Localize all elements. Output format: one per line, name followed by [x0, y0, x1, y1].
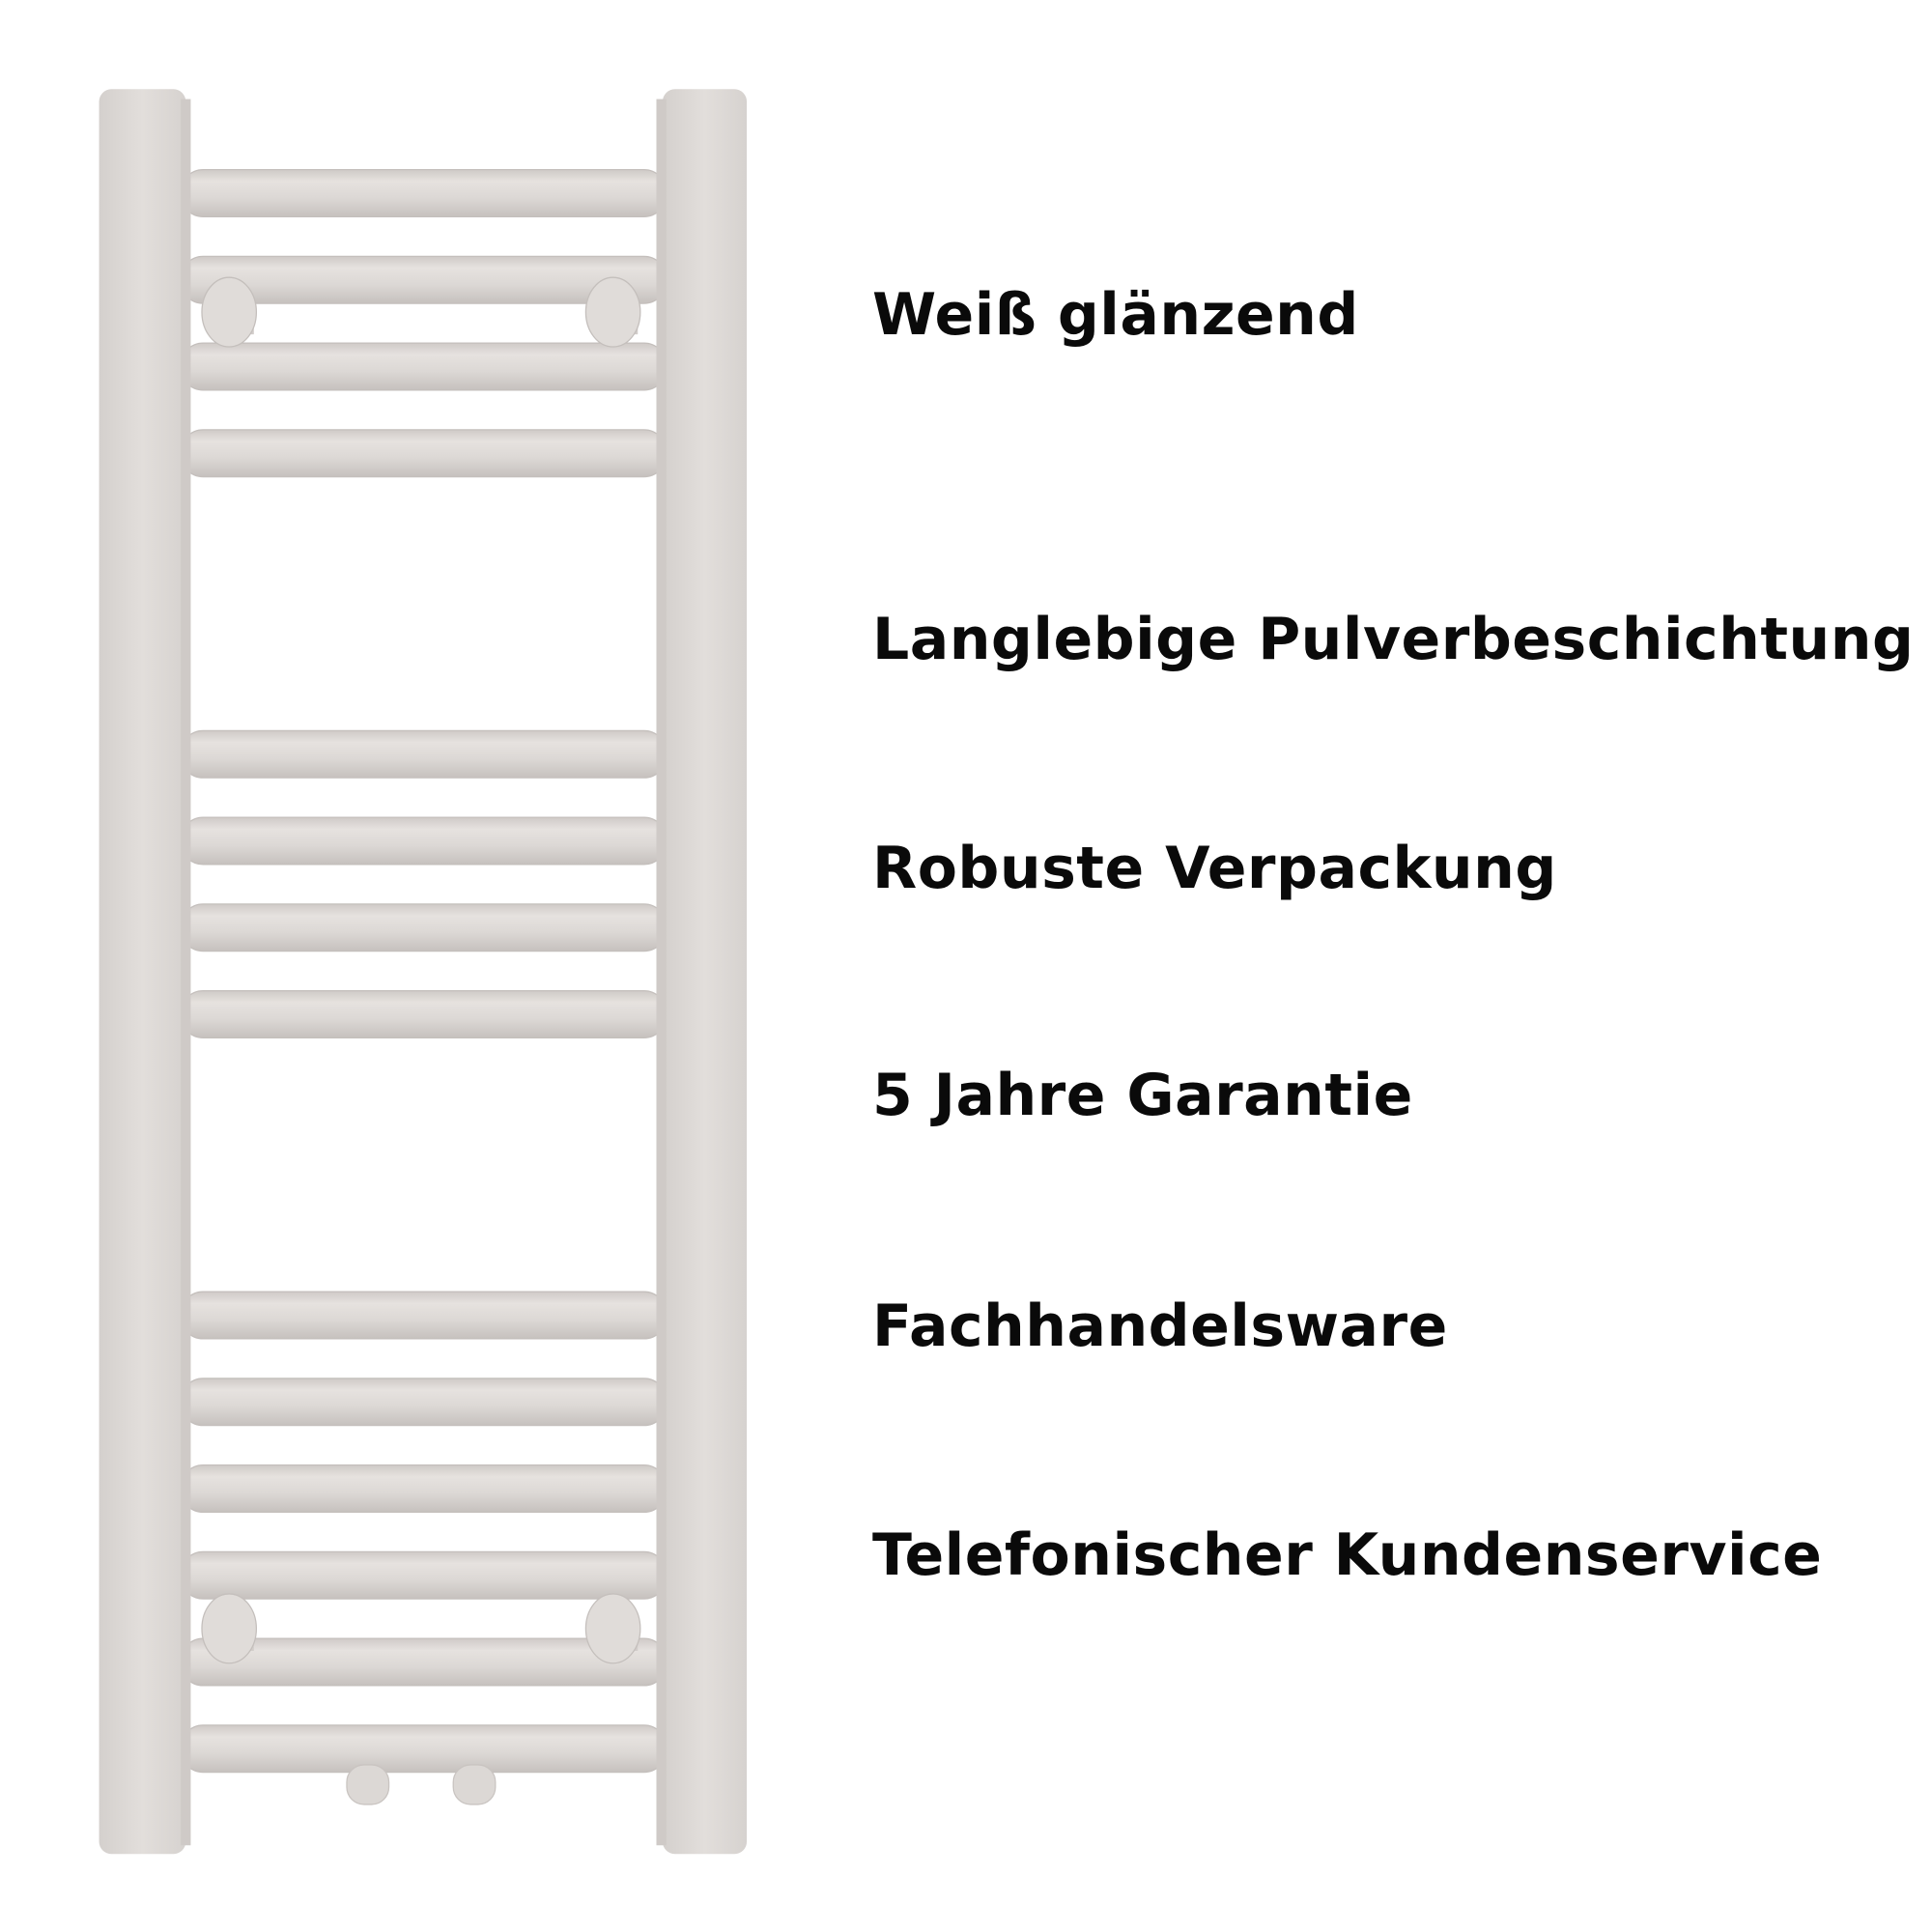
valve-connectors	[346, 1764, 497, 1805]
left-post	[99, 89, 186, 1855]
valve-right	[452, 1764, 497, 1805]
feature-warranty: 5 Jahre Garantie	[872, 1062, 1413, 1129]
radiator-bar	[180, 1724, 668, 1774]
radiator-bar	[180, 903, 668, 952]
feature-color: Weiß glänzend	[872, 281, 1359, 349]
radiator-bar	[180, 1464, 668, 1514]
right-post	[662, 89, 748, 1855]
radiator-bars	[180, 169, 668, 1774]
towel-hook	[584, 276, 641, 348]
towel-hook	[201, 1593, 258, 1664]
radiator-bar	[180, 729, 668, 779]
feature-retail: Fachhandelsware	[872, 1293, 1448, 1360]
radiator-bar	[180, 169, 668, 218]
radiator-bar	[180, 816, 668, 866]
radiator-hooks	[201, 276, 641, 1664]
radiator-bar	[180, 429, 668, 478]
radiator-bar	[180, 1550, 668, 1600]
feature-packaging: Robuste Verpackung	[872, 835, 1557, 902]
left-post-side	[181, 99, 191, 1846]
radiator-bar	[180, 1378, 668, 1427]
radiator-bar	[180, 342, 668, 391]
towel-hook	[201, 276, 258, 348]
towel-hook	[584, 1593, 641, 1664]
valve-left	[346, 1764, 390, 1805]
feature-support: Telefonischer Kundenservice	[872, 1521, 1823, 1589]
right-post-side	[656, 99, 667, 1846]
radiator-bar	[180, 990, 668, 1038]
feature-coating: Langlebige Pulverbeschichtung	[872, 606, 1915, 673]
radiator-bar	[180, 1291, 668, 1340]
